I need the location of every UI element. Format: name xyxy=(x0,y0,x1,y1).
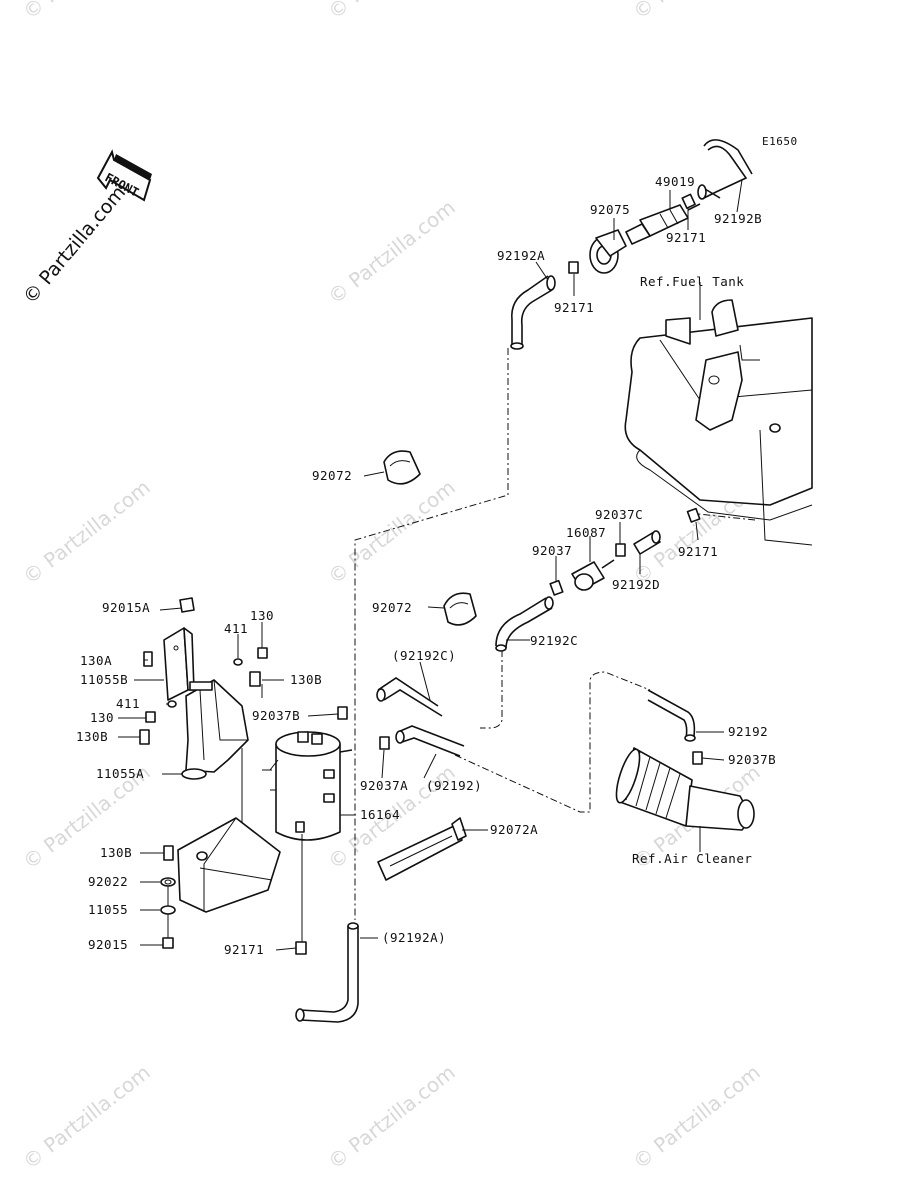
label-11055a: 11055A xyxy=(96,766,144,781)
bracket-11055a xyxy=(181,679,249,780)
label-92171-low: 92171 xyxy=(224,942,264,957)
watermark: © Partzilla.com xyxy=(323,195,459,309)
label-92072-top: 92072 xyxy=(312,468,352,483)
clamp-92037 xyxy=(549,579,564,596)
label-92192b: 92192B xyxy=(714,211,762,226)
label-92171-top: 92171 xyxy=(666,230,706,245)
part-labels: 49019 92075 92192B 92171 92192A 92171 Re… xyxy=(76,174,776,957)
watermark: © Partzilla.com xyxy=(323,475,459,589)
label-92015: 92015 xyxy=(88,937,128,952)
bolt-130-mid xyxy=(145,711,156,723)
watermark: © Partzilla.com xyxy=(323,0,459,24)
watermark: © Partzilla.com xyxy=(18,1060,154,1174)
watermark: © Partzilla.com xyxy=(628,1060,764,1174)
hose-92192c-paren xyxy=(376,677,443,717)
hose-92192a-top xyxy=(510,275,556,350)
label-92037a: 92037A xyxy=(360,778,408,793)
leader-lines xyxy=(118,179,743,951)
label-411-mid: 411 xyxy=(116,696,140,711)
clamp-92037b-right xyxy=(692,751,703,765)
watermark: © Partzilla.com xyxy=(323,1060,459,1174)
diagram-code: E1650 xyxy=(762,135,798,148)
clamp-92037b-left xyxy=(337,706,348,720)
label-130-top: 130 xyxy=(250,608,274,623)
hose-92192-right xyxy=(647,689,696,742)
label-92037: 92037 xyxy=(532,543,572,558)
label-92075: 92075 xyxy=(590,202,630,217)
label-411-top: 411 xyxy=(224,621,248,636)
label-92072a: 92072A xyxy=(490,822,538,837)
hose-92192-paren xyxy=(395,725,465,757)
washer-411-top xyxy=(233,658,243,666)
fuel-tank-ref xyxy=(624,282,813,546)
air-cleaner-ref xyxy=(615,747,755,831)
bolt-130-top xyxy=(257,647,268,659)
bracket-11055 xyxy=(177,817,281,913)
label-130b-top: 130B xyxy=(290,672,322,687)
label-92192a-paren: (92192A) xyxy=(382,930,446,945)
clamp-92171-top xyxy=(681,193,696,209)
label-92171-mid: 92171 xyxy=(554,300,594,315)
watermark: © Partzilla.com xyxy=(628,0,764,24)
nut-92015 xyxy=(162,937,174,949)
hose-92192c xyxy=(495,596,554,652)
watermark: © Partzilla.com xyxy=(18,0,154,24)
label-92022: 92022 xyxy=(88,874,128,889)
bolt-130a xyxy=(143,651,153,667)
cap-92015a xyxy=(179,597,195,613)
label-130a: 130A xyxy=(80,653,112,668)
label-ref-air-cleaner: Ref.Air Cleaner xyxy=(632,851,752,866)
label-92015a: 92015A xyxy=(102,600,150,615)
band-92072-top xyxy=(383,450,421,485)
label-92192a-top: 92192A xyxy=(497,248,545,263)
clamp-92171-mid xyxy=(568,261,579,274)
washer-411-mid xyxy=(167,700,177,708)
bolt-130b-low xyxy=(163,845,174,861)
clamp-92037c xyxy=(615,543,626,557)
bolt-130b-mid xyxy=(139,729,150,745)
label-130b-mid: 130B xyxy=(76,729,108,744)
bracket-11055b xyxy=(163,627,195,701)
label-92037b-left: 92037B xyxy=(252,708,300,723)
label-92037b-right: 92037B xyxy=(728,752,776,767)
label-92192d: 92192D xyxy=(612,577,660,592)
label-130b-low: 130B xyxy=(100,845,132,860)
washer-92022 xyxy=(160,877,176,887)
label-92192-paren: (92192) xyxy=(426,778,482,793)
hose-92192b xyxy=(697,139,753,200)
label-49019: 49019 xyxy=(655,174,695,189)
watermark: © Partzilla.com xyxy=(18,475,154,589)
label-16164: 16164 xyxy=(360,807,400,822)
label-11055: 11055 xyxy=(88,902,128,917)
label-92192-right: 92192 xyxy=(728,724,768,739)
label-92192c-paren: (92192C) xyxy=(392,648,456,663)
label-92072-mid: 92072 xyxy=(372,600,412,615)
canister-16164 xyxy=(269,731,353,841)
watermark-large: © Partzilla.com xyxy=(19,182,130,308)
clamp-92037a xyxy=(379,736,390,750)
label-16087: 16087 xyxy=(566,525,606,540)
label-92192c: 92192C xyxy=(530,633,578,648)
band-92072-mid xyxy=(443,592,477,626)
label-92171-right: 92171 xyxy=(678,544,718,559)
label-130-mid: 130 xyxy=(90,710,114,725)
band-92072a xyxy=(377,817,467,881)
label-11055b: 11055B xyxy=(80,672,128,687)
hose-92192a-low xyxy=(295,922,359,1023)
fitting-92075 xyxy=(589,229,627,274)
clamp-92171-right xyxy=(686,507,701,523)
valve-16087 xyxy=(571,559,615,591)
label-92037c: 92037C xyxy=(595,507,643,522)
washer-11055 xyxy=(160,905,176,915)
clamp-92171-low xyxy=(295,941,307,955)
hose-92192d xyxy=(633,530,661,555)
label-ref-fuel-tank: Ref.Fuel Tank xyxy=(640,274,744,289)
bolt-130b-top xyxy=(249,671,261,687)
